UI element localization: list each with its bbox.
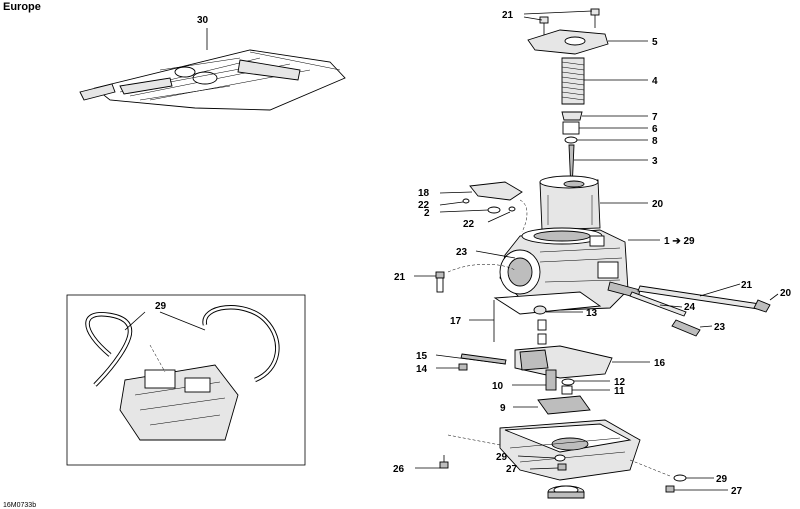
gasket-17 <box>469 291 602 345</box>
callout-15: 15 <box>416 351 428 362</box>
callout-28: 29 <box>155 301 167 312</box>
holder-6 <box>562 121 648 135</box>
tool-kit-part <box>79 28 346 111</box>
callout-30: 30 <box>197 15 209 26</box>
callout-12: 12 <box>614 377 626 388</box>
callout-22a: 22 <box>418 200 430 211</box>
callout-2: 2 <box>424 208 430 219</box>
callout-19: 20 <box>652 199 664 210</box>
callout-29a: 29 <box>496 452 508 463</box>
carburetor-body <box>499 227 660 311</box>
callout-21b: 21 <box>741 280 753 291</box>
clip-8 <box>564 136 648 144</box>
callout-25: 23 <box>714 322 726 333</box>
inset-frame <box>66 294 306 466</box>
callout-5: 5 <box>652 37 658 48</box>
callout-6: 6 <box>652 124 658 135</box>
cover-plate-5 <box>527 29 648 55</box>
callout-24: 21 <box>502 10 514 21</box>
callout-14: 14 <box>416 364 428 375</box>
callout-7: 7 <box>652 112 658 123</box>
callout-1-29: 1 ➔ 29 <box>664 236 695 247</box>
callout-11: 11 <box>614 386 625 397</box>
region-title: Europe <box>3 1 41 13</box>
drain-plug <box>547 485 585 499</box>
screws-24 <box>523 8 600 36</box>
bracket-18 <box>439 181 528 233</box>
callout-8: 8 <box>652 136 658 147</box>
drawing-code: 16M0733b <box>3 502 36 509</box>
callout-27a: 26 <box>393 464 405 475</box>
callout-4: 4 <box>652 76 658 87</box>
spring-4 <box>561 57 648 105</box>
callout-27c: 27 <box>731 486 743 497</box>
callout-10: 10 <box>492 381 504 392</box>
valve-block-9 <box>513 395 591 415</box>
callout-21a: 21 <box>394 272 406 283</box>
bowl-screws-27 <box>415 434 728 493</box>
adjuster-25 <box>671 319 713 337</box>
idle-screw-21-right <box>637 283 779 313</box>
callout-26: 24 <box>684 302 696 313</box>
jets-10-11-12 <box>512 369 610 395</box>
callout-13: 13 <box>586 308 598 319</box>
callout-18: 18 <box>418 188 430 199</box>
callout-20: 20 <box>780 288 792 299</box>
screw-21-left <box>414 263 516 293</box>
callout-27b: 27 <box>506 464 518 475</box>
retainer-7 <box>561 111 648 121</box>
float-16 <box>435 345 650 379</box>
inset-border <box>66 294 306 466</box>
callout-3: 3 <box>652 156 658 167</box>
callout-9: 9 <box>500 403 506 414</box>
callout-17: 17 <box>450 316 462 327</box>
slide-19 <box>539 175 648 231</box>
cable-26 <box>629 291 687 317</box>
callout-29b: 29 <box>716 474 728 485</box>
callout-22b: 22 <box>463 219 475 230</box>
float-bowl <box>499 419 641 481</box>
callout-23: 23 <box>456 247 468 258</box>
callout-16: 16 <box>654 358 666 369</box>
